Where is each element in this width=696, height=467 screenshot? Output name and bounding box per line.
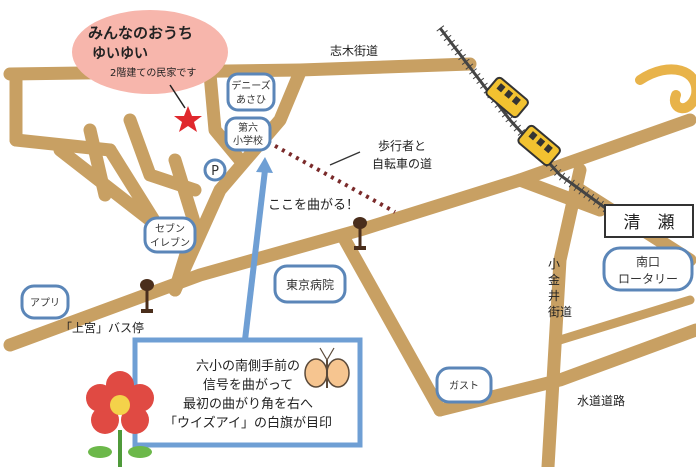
- seven-eleven-line-1: セブン: [155, 222, 185, 235]
- directions-line-3: 最初の曲がり角を右へ: [183, 397, 313, 412]
- school-line-1: 第六: [238, 121, 258, 134]
- route-arrow-icon: [256, 157, 273, 173]
- road-diagonal-school: [168, 65, 307, 297]
- house-name-line-2: ゆいゆい: [92, 46, 148, 62]
- label-suido-doro: 水道道路: [577, 393, 625, 408]
- bubble-south-rotary: [602, 246, 694, 292]
- flower-icon: [86, 371, 154, 467]
- label-kamimiya-bus-stop: 「上宮」バス停: [60, 320, 144, 335]
- parking-label: P: [211, 164, 219, 179]
- bubble-gusto: [435, 366, 493, 404]
- road-to-gusto: [338, 233, 447, 417]
- road-station-branch: [513, 173, 607, 217]
- gusto-label: ガスト: [449, 380, 479, 392]
- dennys-line-1: デニーズ: [231, 79, 271, 92]
- kiyose-station-label: 清 瀬: [624, 213, 675, 233]
- kiyose-station-sign: [604, 204, 694, 238]
- road-lower-right: [555, 295, 695, 345]
- directions-line-4: 「ウイズアイ」の白旗が目印: [164, 415, 332, 431]
- south-rotary-line-2: ロータリー: [618, 272, 678, 286]
- bubble-tokyo-hospital: [273, 264, 347, 304]
- dennys-line-2: あさひ: [236, 94, 266, 106]
- bubble-dennys: [226, 72, 276, 112]
- label-koganei-3: 井: [548, 289, 560, 303]
- house-description: 2階建ての民家です: [110, 66, 196, 79]
- bus-stop-icon: [140, 279, 154, 313]
- directions-box: [132, 337, 363, 448]
- apple-label: アプリ: [30, 297, 60, 309]
- traffic-signal-icon: [353, 217, 367, 250]
- house-name-line-1: みんなのおうち: [88, 24, 193, 42]
- directions-line-1: 六小の南側手前の: [196, 358, 300, 374]
- route-line: [242, 169, 268, 341]
- label-pedestrian-1: 歩行者と: [378, 138, 426, 153]
- bubble-seven-eleven: [143, 216, 197, 254]
- label-koganei-4: 街道: [548, 305, 572, 319]
- label-koganei-2: 金: [548, 272, 560, 287]
- bubble-daiichi-school: [224, 116, 272, 152]
- decorative-swirl: [635, 64, 696, 114]
- tokyo-hospital-label: 東京病院: [286, 277, 334, 292]
- label-shiki-kaido: 志木街道: [330, 44, 378, 58]
- butterfly-icon: [304, 347, 350, 388]
- seven-eleven-line-2: イレブン: [150, 236, 190, 249]
- parking-icon: [203, 158, 227, 182]
- road-local-f: [53, 143, 157, 227]
- pedestrian-path: [267, 140, 396, 214]
- school-line-2: 小学校: [233, 134, 263, 147]
- destination-star-icon: [174, 106, 202, 132]
- label-turn-here: ここを曲がる！: [268, 198, 359, 213]
- house-label-bubble: [72, 10, 228, 94]
- directions-line-2: 信号を曲がって: [203, 378, 293, 393]
- train-icon: [485, 76, 561, 167]
- pedestrian-path-pointer: [329, 151, 361, 166]
- bubble-apple: [20, 284, 70, 320]
- south-rotary-line-1: 南口: [636, 254, 660, 269]
- label-koganei-1: 小: [548, 257, 560, 271]
- label-pedestrian-2: 自転車の道: [372, 157, 432, 171]
- house-pointer-line: [169, 84, 186, 109]
